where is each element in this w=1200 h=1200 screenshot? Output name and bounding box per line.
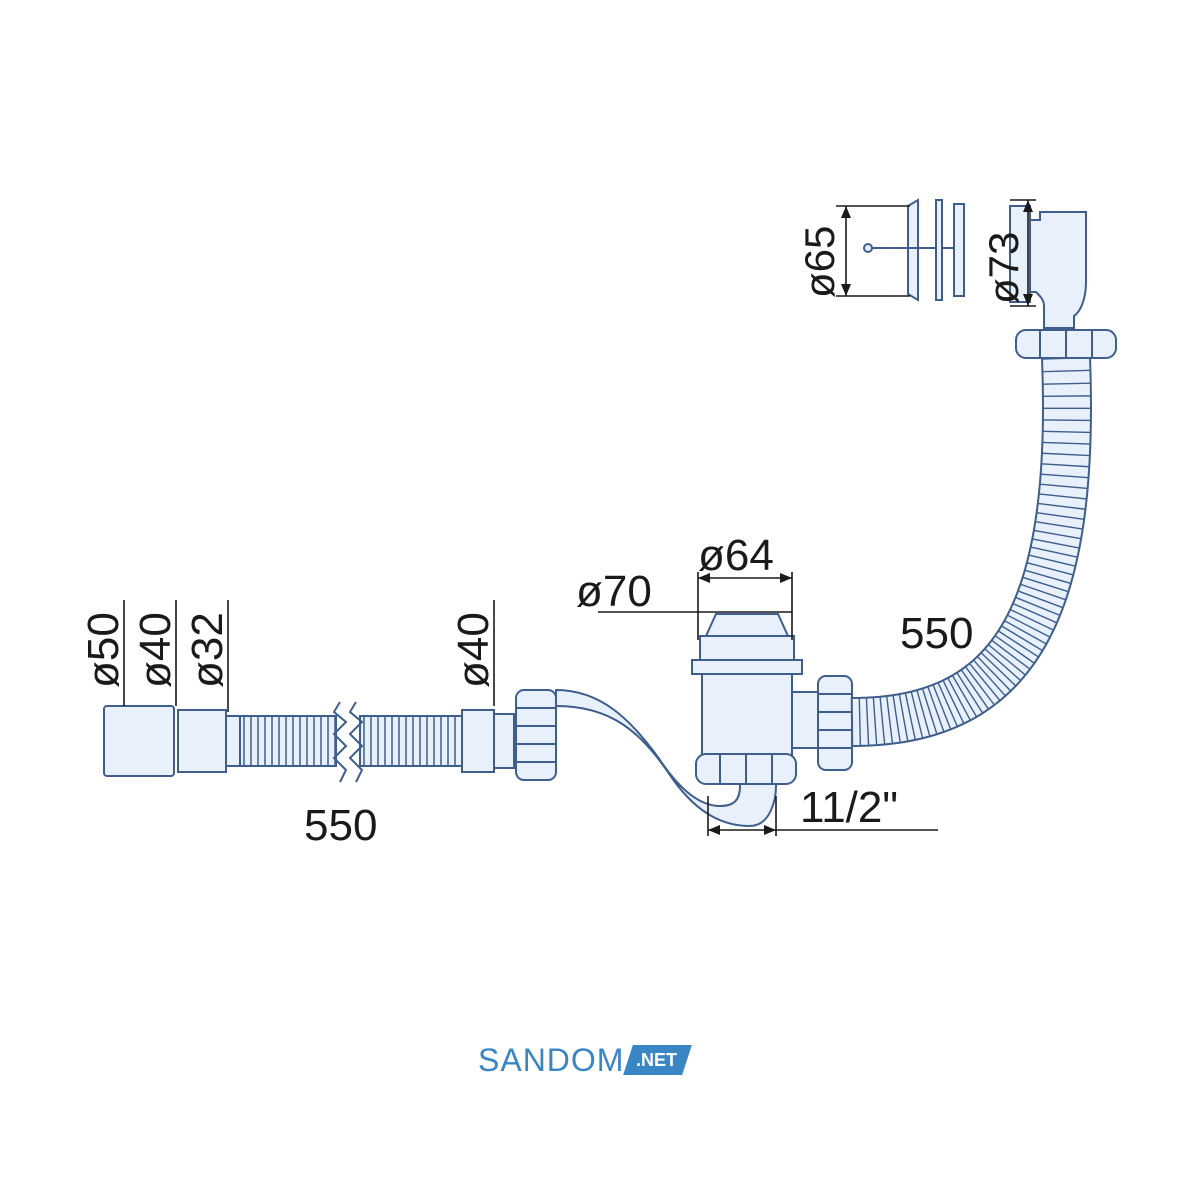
hose-rib	[968, 663, 1001, 702]
length-550-bottom-label: 550	[304, 801, 377, 850]
hose-rib	[910, 691, 924, 739]
hose-rib	[1007, 614, 1051, 638]
hose-rib	[976, 656, 1012, 692]
union-nut-right	[817, 675, 853, 771]
drain-plug-assembly	[863, 198, 965, 302]
hose-right-body	[850, 356, 1092, 748]
hose-rib	[904, 692, 916, 741]
dimension-lines	[123, 199, 1036, 836]
hose-rib	[997, 630, 1039, 658]
hose-rib	[1042, 369, 1091, 373]
hose-rib	[1012, 602, 1058, 624]
diameter-40-left-label: ø40	[131, 612, 180, 688]
hose-rib	[1030, 546, 1078, 558]
union-nut-left	[515, 689, 557, 781]
hose-rib	[1017, 590, 1064, 609]
diameter-50-label: ø50	[79, 612, 128, 688]
sandom-logo: SANDOM .NET	[478, 1040, 693, 1080]
hose-rib	[858, 697, 862, 746]
hose-rib	[892, 695, 901, 743]
hose-rib	[927, 686, 945, 733]
hose-rib	[885, 695, 894, 744]
length-550-right-label: 550	[900, 609, 973, 658]
hose-rib	[1024, 569, 1072, 585]
hose-rib	[960, 669, 990, 710]
hose-rib	[865, 697, 870, 746]
hose-break-marks	[332, 701, 364, 783]
corrugated-hose-right	[850, 356, 1092, 748]
hose-rib	[921, 688, 938, 735]
hose-rib	[1022, 576, 1069, 593]
hose-rib	[879, 696, 886, 745]
hose-rib	[1042, 419, 1091, 422]
hose-rib	[1038, 493, 1087, 500]
diameter-70-label: ø70	[576, 567, 652, 616]
hose-rib	[1028, 554, 1076, 567]
hose-rib	[872, 697, 878, 746]
hose-rib	[1041, 463, 1090, 468]
hose-rib	[1037, 502, 1086, 510]
hose-rib	[951, 675, 978, 718]
hose-rib	[1026, 562, 1074, 576]
diameter-73-label: ø73	[980, 232, 1027, 304]
diameter-65-label: ø65	[796, 226, 843, 298]
logo-wordmark: SANDOM	[478, 1041, 625, 1078]
hose-rib	[987, 644, 1026, 676]
siphon-body	[691, 613, 819, 785]
hose-rib	[1032, 538, 1080, 549]
hose-rib	[932, 684, 952, 730]
hose-rib	[1036, 512, 1085, 520]
hose-rib	[972, 659, 1006, 697]
logo-tld-badge: .NET	[623, 1045, 693, 1075]
hose-rib	[964, 666, 995, 706]
hose-rib	[1042, 382, 1091, 385]
hose-rib	[994, 635, 1035, 664]
hose-rib	[1001, 625, 1043, 652]
overflow-elbow	[1009, 205, 1117, 359]
hose-rib	[1033, 529, 1082, 540]
hose-rib	[1015, 596, 1061, 617]
hose-rib	[1004, 620, 1047, 645]
hose-rib	[1042, 441, 1091, 445]
hose-rib	[947, 677, 971, 721]
dimension-arrows	[698, 200, 1033, 835]
diameter-40-mid-label: ø40	[449, 612, 498, 688]
hose-rib	[1041, 452, 1090, 457]
hose-rib	[984, 648, 1022, 682]
hose-rib	[1040, 473, 1089, 479]
hose-rib	[1020, 583, 1067, 601]
hose-rib	[898, 693, 909, 742]
hose-rib	[916, 689, 931, 737]
hose-rib	[942, 680, 965, 724]
hose-rib	[991, 639, 1031, 670]
hose-rib	[1042, 430, 1091, 434]
hose-connector-mid	[461, 709, 515, 773]
hose-rib	[1009, 608, 1054, 631]
diameter-64-label: ø64	[698, 531, 774, 580]
hose-rib	[1039, 483, 1088, 490]
diameter-32-label: ø32	[183, 612, 232, 688]
hose-rib	[956, 672, 984, 714]
hose-rib	[937, 682, 959, 727]
hose-rib	[980, 652, 1017, 687]
thread-size-label: 11/2"	[800, 783, 898, 832]
corrugated-hose-left	[239, 715, 463, 767]
outlet-adapter	[103, 705, 241, 777]
hose-rib	[1035, 521, 1083, 530]
